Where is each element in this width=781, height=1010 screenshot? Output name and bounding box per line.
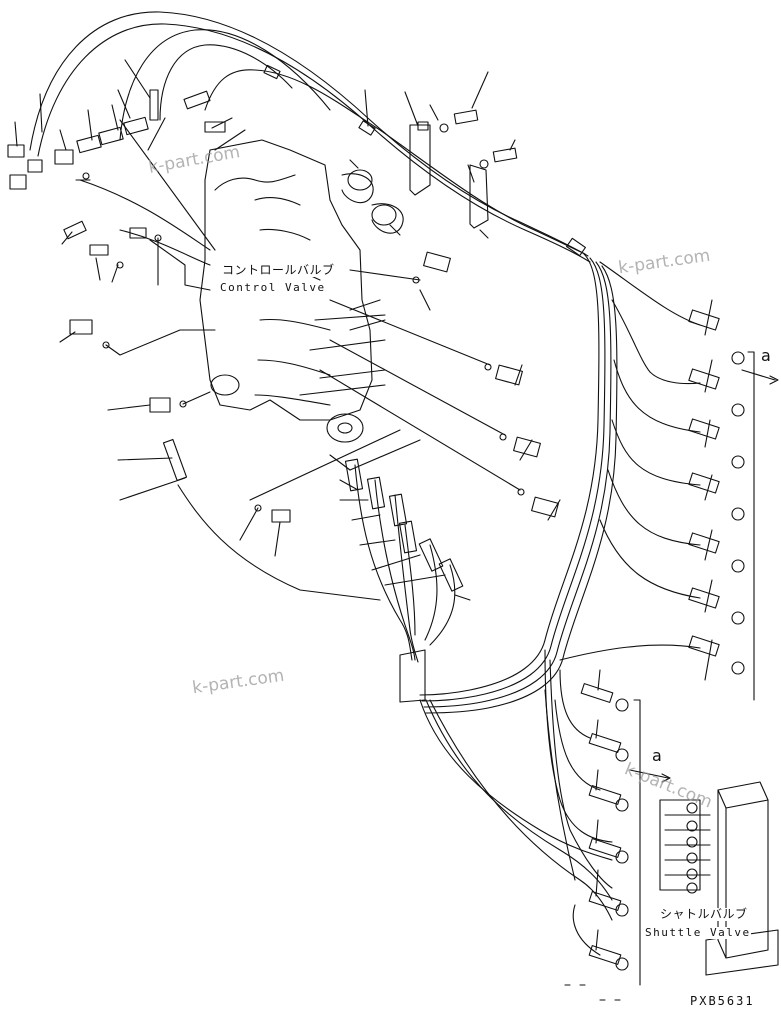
brackets	[347, 71, 518, 239]
lower-fittings	[564, 669, 671, 1001]
control-valve	[199, 139, 404, 443]
shuttle-valve	[659, 781, 779, 976]
lower-middle-hoses	[329, 454, 471, 703]
drawing-code: PXB5631	[690, 994, 755, 1008]
valve-side-fittings	[249, 251, 561, 521]
upper-right-fittings	[688, 299, 779, 701]
upper-right-hoses	[559, 261, 701, 661]
section-marker-a-upper: a	[761, 346, 771, 365]
shuttle-valve-label-jp: シャトルバルブ	[660, 907, 748, 922]
right-hose-bundle	[419, 253, 618, 714]
top-hose-bundle	[29, 11, 591, 263]
section-marker-a-lower: a	[652, 746, 662, 765]
control-valve-label-jp: コントロールバルブ	[222, 263, 335, 278]
left-leader-lines	[14, 59, 381, 601]
control-valve-label-en: Control Valve	[220, 281, 326, 295]
left-fittings	[7, 89, 291, 523]
shuttle-valve-label-en: Shuttle Valve	[645, 926, 751, 940]
lower-down-hoses	[419, 649, 613, 921]
